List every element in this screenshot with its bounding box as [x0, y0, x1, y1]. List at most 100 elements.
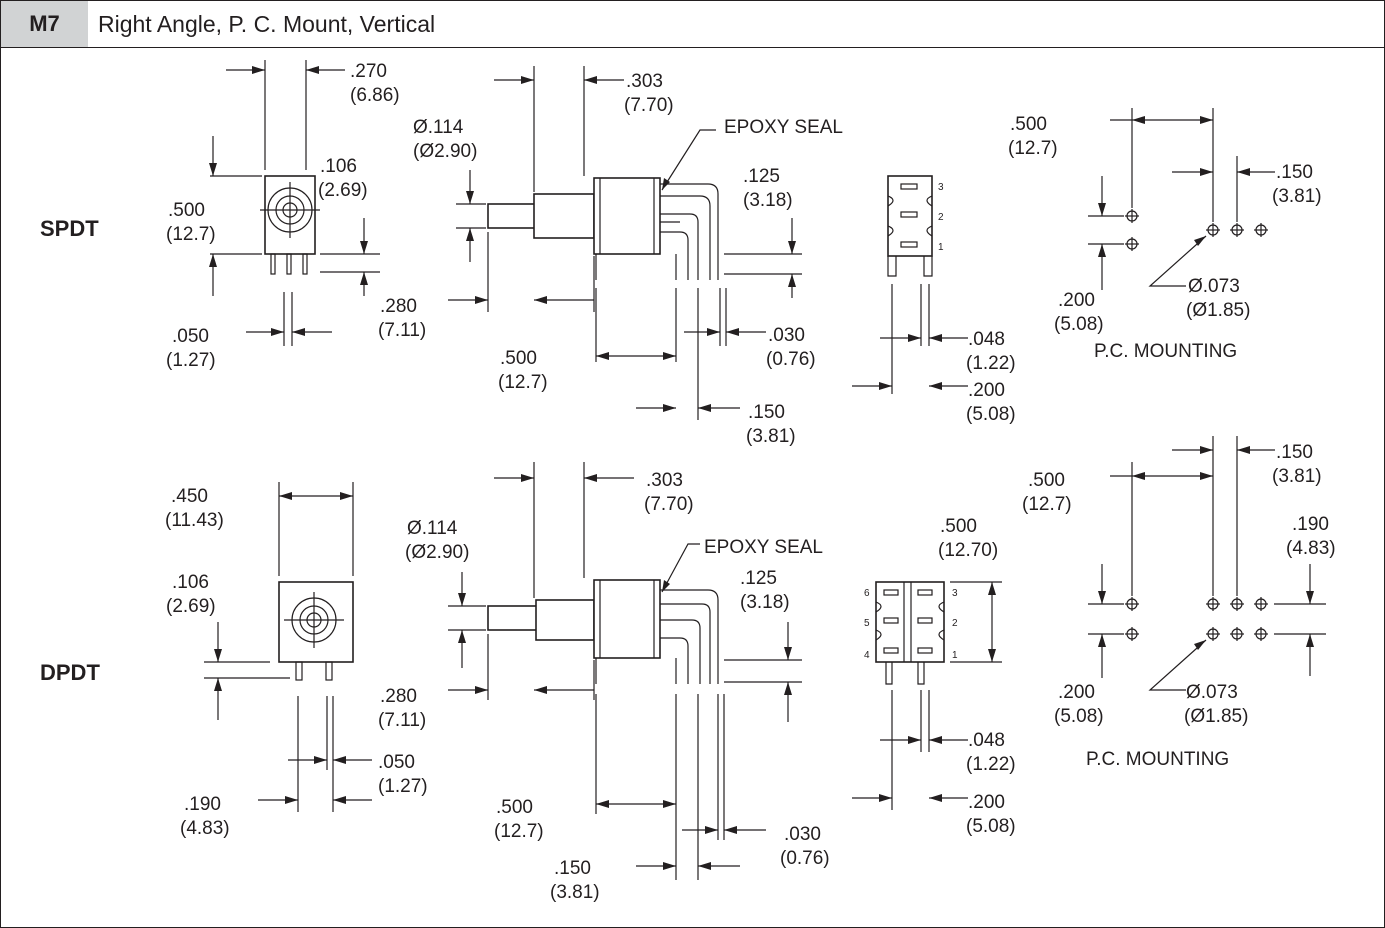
spdt-pcm-label: P.C. MOUNTING — [1094, 341, 1237, 362]
spdt-pcm-dim-150: .150 — [1276, 162, 1313, 183]
spdt-pcm-dim-hole-mm: (Ø1.85) — [1186, 300, 1250, 321]
spdt-dim-050: .050 — [172, 326, 209, 347]
dpdt-pc-mounting: .150 (3.81) .500 (12.7) .190 (4.83) .200… — [1022, 436, 1336, 770]
dpdt-pin-4: 4 — [864, 650, 870, 661]
dpdt-dim-048-mm: (1.22) — [966, 754, 1016, 775]
dpdt-dim-190-mm: (4.83) — [180, 818, 230, 839]
spdt-dim-dia-mm: (Ø2.90) — [413, 141, 477, 162]
spdt-dim-048: .048 — [968, 329, 1005, 350]
spdt-dim-050-mm: (1.27) — [166, 350, 216, 371]
spdt-dim-030: .030 — [768, 325, 805, 346]
spdt-dim-303-mm: (7.70) — [624, 95, 674, 116]
dpdt-rear-view: 6 5 4 3 2 1 .500 (12.70) .048 (1.22) .20… — [852, 516, 1016, 837]
spdt-pcm-dim-200-mm: (5.08) — [1054, 314, 1104, 335]
spdt-pin-1: 1 — [938, 242, 944, 253]
dpdt-dim-050-mm: (1.27) — [378, 776, 428, 797]
spdt-label: SPDT — [40, 216, 99, 241]
dpdt-pin-1: 1 — [952, 650, 958, 661]
spdt-dim-048-mm: (1.22) — [966, 353, 1016, 374]
dpdt-dim-106: .106 — [172, 572, 209, 593]
dpdt-dim-048: .048 — [968, 730, 1005, 751]
dpdt-pcm-dim-190: .190 — [1292, 514, 1329, 535]
spdt-dim-303: .303 — [626, 71, 663, 92]
dpdt-pcm-dim-200-mm: (5.08) — [1054, 706, 1104, 727]
dpdt-pcm-dim-200: .200 — [1058, 682, 1095, 703]
dpdt-dim-200-mm: (5.08) — [966, 816, 1016, 837]
spdt-dim-500b-mm: (12.7) — [498, 372, 548, 393]
dpdt-dim-200: .200 — [968, 792, 1005, 813]
header-divider — [1, 47, 1384, 48]
dpdt-dim-125-mm: (3.18) — [740, 592, 790, 613]
dpdt-dim-500b-mm: (12.7) — [494, 821, 544, 842]
dpdt-pcm-dim-190-mm: (4.83) — [1286, 538, 1336, 559]
spdt-pcm-dim-150-mm: (3.81) — [1272, 186, 1322, 207]
spdt-dim-030-mm: (0.76) — [766, 349, 816, 370]
spdt-pin-3: 3 — [938, 182, 944, 193]
dpdt-pcm-dim-500: .500 — [1028, 470, 1065, 491]
spdt-front-view: .270 (6.86) .106 (2.69) .500 (12.7) .280… — [166, 60, 426, 371]
dpdt-pcm-label: P.C. MOUNTING — [1086, 749, 1229, 770]
dpdt-pin-2: 2 — [952, 618, 958, 629]
spdt-dim-200-mm: (5.08) — [966, 404, 1016, 425]
dpdt-dim-500c: .500 — [940, 516, 977, 537]
spdt-dim-270-mm: (6.86) — [350, 85, 400, 106]
dpdt-dim-303-mm: (7.70) — [644, 494, 694, 515]
spdt-epoxy-seal-label: EPOXY SEAL — [724, 117, 843, 138]
dpdt-dim-106-mm: (2.69) — [166, 596, 216, 617]
dpdt-epoxy-seal-label: EPOXY SEAL — [704, 537, 823, 558]
spdt-side-view: .303 (7.70) Ø.114 (Ø2.90) EPOXY SEAL .12… — [413, 66, 843, 447]
spdt-dim-106-mm: (2.69) — [318, 180, 368, 201]
dpdt-pcm-dim-500-mm: (12.7) — [1022, 494, 1072, 515]
spdt-dim-106: .106 — [320, 156, 357, 177]
spdt-pcm-dim-500-mm: (12.7) — [1008, 138, 1058, 159]
dpdt-dim-500b: .500 — [496, 797, 533, 818]
dpdt-dim-280-mm: (7.11) — [378, 710, 426, 731]
spdt-dim-200: .200 — [968, 380, 1005, 401]
dpdt-dim-303: .303 — [646, 470, 683, 491]
spdt-dim-280-mm: (7.11) — [378, 320, 426, 341]
spdt-dim-500: .500 — [168, 200, 205, 221]
dpdt-pcm-dim-150: .150 — [1276, 442, 1313, 463]
dpdt-pcm-holes — [1125, 597, 1268, 641]
dpdt-dim-450: .450 — [171, 486, 208, 507]
dpdt-front-view: .450 (11.43) .106 (2.69) .280 (7.11) .05… — [165, 482, 428, 839]
dpdt-dim-280: .280 — [380, 686, 417, 707]
dpdt-pin-6: 6 — [864, 588, 870, 599]
spdt-dim-150-mm: (3.81) — [746, 426, 796, 447]
spdt-dim-280: .280 — [380, 296, 417, 317]
spdt-dim-125: .125 — [743, 166, 780, 187]
dpdt-dim-450-mm: (11.43) — [165, 510, 224, 531]
dpdt-dim-050: .050 — [378, 752, 415, 773]
dpdt-dim-150: .150 — [554, 858, 591, 879]
dpdt-pcm-dim-150-mm: (3.81) — [1272, 466, 1322, 487]
dpdt-pcm-dim-hole-mm: (Ø1.85) — [1184, 706, 1248, 727]
spdt-pcm-dim-hole: Ø.073 — [1188, 276, 1240, 297]
dpdt-dim-030-mm: (0.76) — [780, 848, 830, 869]
spdt-dim-500-mm: (12.7) — [166, 224, 216, 245]
dpdt-pin-3: 3 — [952, 588, 958, 599]
spdt-pcm-dim-500: .500 — [1010, 114, 1047, 135]
dpdt-side-view: .303 (7.70) Ø.114 (Ø2.90) EPOXY SEAL .12… — [405, 462, 830, 903]
dpdt-dim-500c-mm: (12.70) — [938, 540, 998, 561]
spdt-dim-500b: .500 — [500, 348, 537, 369]
spdt-pin-2: 2 — [938, 212, 944, 223]
dpdt-pcm-dim-hole: Ø.073 — [1186, 682, 1238, 703]
model-title: Right Angle, P. C. Mount, Vertical — [98, 11, 436, 37]
spdt-pc-mounting: .500 (12.7) .150 (3.81) .200 (5.08) Ø.07… — [1008, 108, 1322, 362]
spdt-pcm-holes — [1125, 209, 1268, 251]
dpdt-pin-5: 5 — [864, 618, 870, 629]
spdt-dim-270: .270 — [350, 61, 387, 82]
spdt-pcm-dim-200: .200 — [1058, 290, 1095, 311]
dpdt-dim-030: .030 — [784, 824, 821, 845]
dpdt-label: DPDT — [40, 660, 100, 685]
spdt-dim-dia: Ø.114 — [413, 117, 464, 138]
dpdt-dim-150-mm: (3.81) — [550, 882, 600, 903]
spdt-rear-view: 3 2 1 .048 (1.22) .200 (5.08) — [852, 175, 1016, 425]
spdt-dim-150: .150 — [748, 402, 785, 423]
dpdt-dim-dia: Ø.114 — [407, 518, 458, 539]
model-code: M7 — [1, 1, 88, 47]
spdt-dim-125-mm: (3.18) — [743, 190, 793, 211]
dpdt-dim-190: .190 — [184, 794, 221, 815]
